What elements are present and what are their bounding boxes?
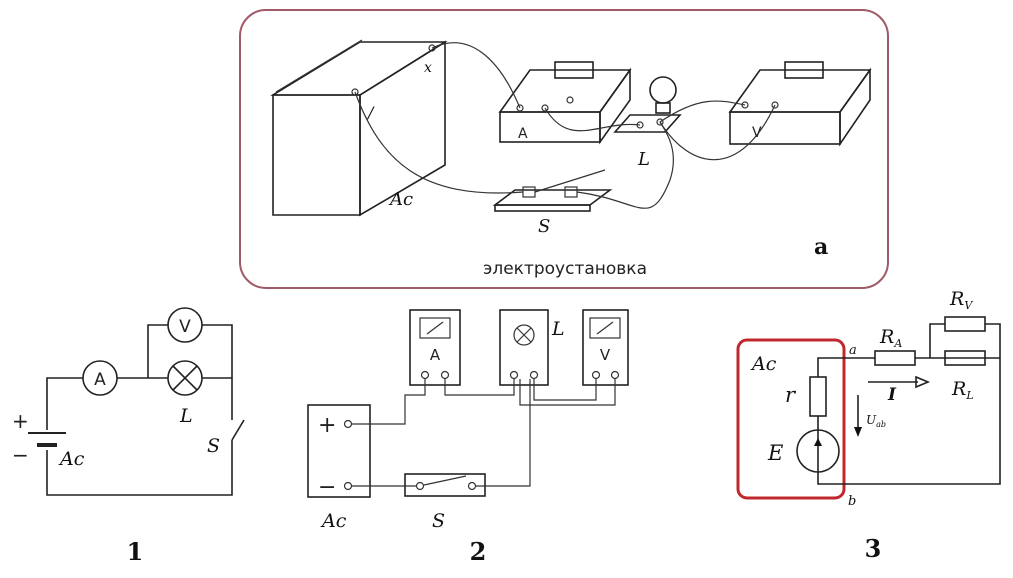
diagram-1-schematic: A V L S + − Ac 1 bbox=[12, 307, 245, 566]
current-arrow bbox=[868, 375, 931, 389]
resistor-r-label: r bbox=[785, 383, 797, 407]
voltmeter-symbol bbox=[167, 307, 203, 343]
voltmeter-device-label: V bbox=[752, 125, 762, 141]
panel-a-frame bbox=[239, 9, 889, 289]
source-label: Ac bbox=[750, 353, 777, 375]
source-frame bbox=[736, 338, 846, 500]
battery-box bbox=[307, 404, 371, 498]
minus-sign: − bbox=[12, 443, 29, 467]
diagram-2-wiring: + − Ac A L V S bbox=[307, 309, 629, 566]
voltage-label: Uab bbox=[866, 413, 886, 429]
lamp-symbol-label: L bbox=[179, 405, 193, 427]
battery-plus: + bbox=[318, 413, 336, 438]
resistor-ra bbox=[874, 350, 916, 366]
ammeter-device bbox=[498, 61, 632, 145]
panel-a-wires bbox=[354, 42, 776, 209]
lamp-device bbox=[613, 76, 682, 133]
emf-source-symbol bbox=[796, 429, 840, 473]
resistor-r bbox=[809, 376, 827, 417]
voltmeter-symbol-label: V bbox=[179, 317, 191, 337]
plus-sign: + bbox=[12, 409, 29, 433]
ammeter-box-label: A bbox=[430, 346, 441, 364]
switch-symbol-label: S bbox=[207, 435, 220, 457]
voltage-arrow bbox=[854, 395, 862, 437]
ammeter-device-label: A bbox=[518, 126, 528, 142]
lamp-box-label: L bbox=[551, 318, 565, 340]
ammeter-symbol-label: A bbox=[94, 370, 106, 390]
resistor-ra-label: RA bbox=[879, 326, 902, 350]
lamp-device-label: L bbox=[637, 149, 650, 170]
diagram-2-number: 2 bbox=[470, 537, 487, 566]
switch-device bbox=[492, 169, 613, 212]
voltmeter-box-label: V bbox=[600, 346, 611, 364]
lamp-symbol bbox=[167, 360, 203, 396]
battery-plus-mark: x bbox=[424, 60, 432, 76]
panel-a-installation: x / Ac A L V bbox=[239, 9, 889, 289]
battery-symbol-label: Ac bbox=[58, 448, 85, 470]
battery-label: Ac bbox=[388, 189, 413, 210]
battery-minus: − bbox=[318, 475, 336, 500]
resistor-rv-label: RV bbox=[949, 288, 973, 312]
diagram-2-wires bbox=[352, 379, 616, 487]
resistor-rv bbox=[944, 316, 986, 332]
resistor-rl-label: RL bbox=[951, 378, 974, 402]
lamp-box bbox=[499, 309, 549, 386]
diagram-3-number: 3 bbox=[865, 534, 882, 563]
panel-a-caption: электроустановка bbox=[483, 259, 647, 279]
battery-minus-mark: / bbox=[366, 103, 375, 122]
ammeter-box bbox=[409, 309, 461, 386]
emf-label: E bbox=[767, 441, 783, 465]
ammeter-symbol bbox=[82, 360, 118, 396]
diagram-3-equivalent: Ac r E a b RA RV RL I Uab 3 bbox=[736, 288, 1001, 563]
node-b-label: b bbox=[848, 494, 856, 509]
voltmeter-box bbox=[582, 309, 629, 386]
voltmeter-device bbox=[728, 61, 872, 147]
resistor-rl bbox=[944, 350, 986, 366]
battery-box-label: Ac bbox=[320, 510, 347, 532]
current-label: I bbox=[887, 385, 897, 405]
switch-device-label: S bbox=[538, 216, 550, 237]
battery-3d bbox=[270, 39, 448, 217]
diagram-1-number: 1 bbox=[127, 537, 144, 566]
switch-box-label: S bbox=[432, 510, 445, 532]
switch-box bbox=[404, 473, 486, 497]
panel-a-letter: а bbox=[814, 234, 828, 260]
node-a-label: a bbox=[849, 343, 857, 358]
